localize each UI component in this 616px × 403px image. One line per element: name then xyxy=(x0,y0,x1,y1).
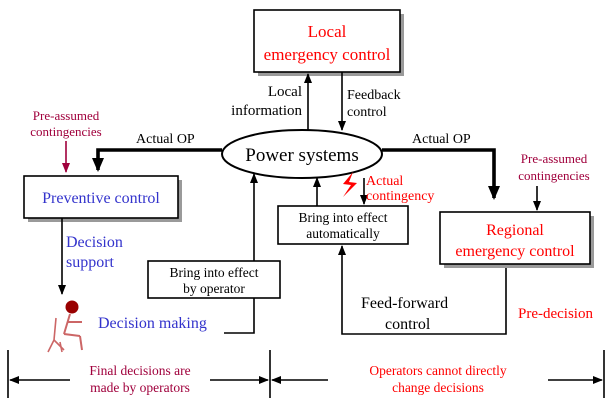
actual-contingency-label: Actual xyxy=(366,174,403,189)
final-decisions-label-2: made by operators xyxy=(90,380,190,395)
auto-effect-label: Bring into effect xyxy=(299,210,388,225)
actual-op-left-arrow xyxy=(92,148,222,172)
actual-op-left-label: Actual OP xyxy=(136,132,195,147)
regional-control-subtitle: emergency control xyxy=(455,243,575,260)
auto-effect-box xyxy=(277,205,409,245)
feed-forward-label: Feed-forward xyxy=(361,295,448,312)
final-decisions-label: Final decisions are xyxy=(89,363,190,378)
feed-forward-label-2: control xyxy=(385,316,431,333)
operators-cannot-label-2: change decisions xyxy=(392,380,484,395)
power-systems-node xyxy=(221,129,383,179)
regional-control-title: Regional xyxy=(486,222,544,239)
pre-assumed-left-label-2: contingencies xyxy=(30,124,101,139)
local-information-label-2: information xyxy=(231,103,302,119)
operator-effect-box xyxy=(147,260,281,299)
feed-forward-arrow xyxy=(338,245,507,335)
actual-op-right-label: Actual OP xyxy=(412,132,471,147)
actual-op-right-arrow xyxy=(382,148,500,200)
operator-icon xyxy=(47,300,83,353)
operator-effect-label-2: by operator xyxy=(183,281,245,296)
decision-support-label: Decision xyxy=(66,234,123,251)
local-information-label: Local xyxy=(268,84,302,100)
local-control-subtitle: emergency control xyxy=(264,45,391,64)
decision-making-label: Decision making xyxy=(98,315,207,332)
preventive-control-box xyxy=(23,175,179,219)
power-systems-label: Power systems xyxy=(245,145,358,166)
decision-support-label-2: support xyxy=(66,254,115,271)
local-control-title: Local xyxy=(308,22,347,41)
pre-assumed-left-label: Pre-assumed xyxy=(33,108,100,123)
feedback-control-label-2: control xyxy=(347,105,387,120)
pre-assumed-right-label: Pre-assumed xyxy=(521,151,588,166)
operators-cannot-label: Operators cannot directly xyxy=(369,363,506,378)
decision-making-arrow xyxy=(224,298,255,334)
local-emergency-control-box xyxy=(253,9,401,73)
lightning-icon xyxy=(343,172,357,197)
pre-decision-label: Pre-decision xyxy=(518,306,593,322)
preventive-control-label: Preventive control xyxy=(42,190,160,207)
pre-assumed-right-label-2: contingencies xyxy=(518,168,589,183)
regional-emergency-control-box xyxy=(439,211,591,265)
actual-contingency-label-2: contingency xyxy=(366,189,434,204)
operator-effect-label: Bring into effect xyxy=(170,265,259,280)
feedback-control-label: Feedback xyxy=(347,88,401,103)
auto-effect-label-2: automatically xyxy=(306,226,380,241)
